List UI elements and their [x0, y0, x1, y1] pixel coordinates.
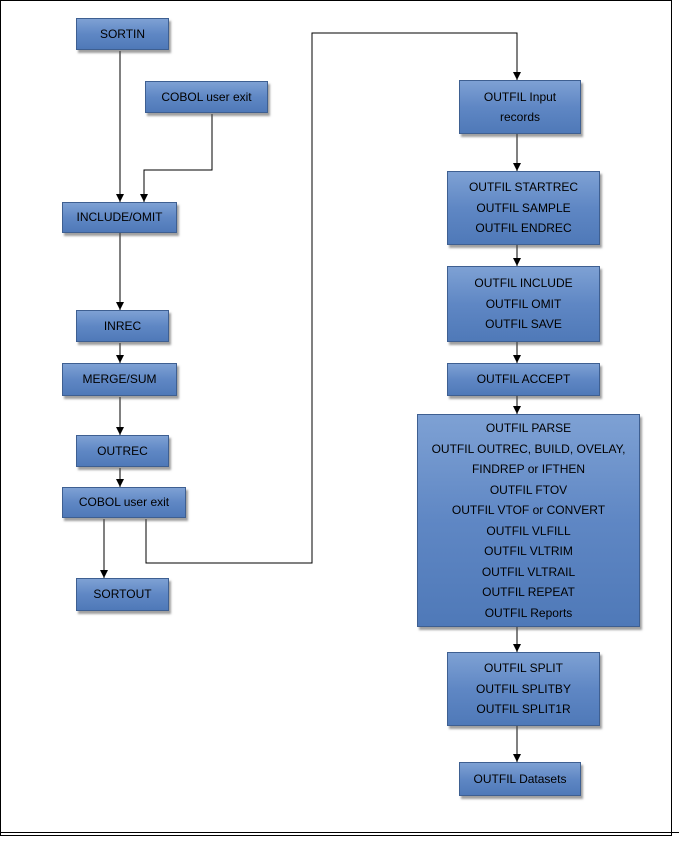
node-sortin: SORTIN [76, 18, 169, 50]
node-cobol-user-exit-1: COBOL user exit [145, 81, 268, 113]
edge-cobol-exit-to-outfil-input [145, 32, 521, 564]
node-outrec: OUTREC [76, 435, 169, 467]
edge-cobol-exit-to-include-omit [140, 114, 213, 202]
bottom-rule [0, 832, 679, 833]
node-merge-sum: MERGE/SUM [62, 363, 177, 396]
node-sortout: SORTOUT [76, 578, 169, 611]
node-include-omit: INCLUDE/OMIT [62, 202, 177, 233]
node-outfil-datasets: OUTFIL Datasets [459, 762, 581, 796]
node-cobol-user-exit-2: COBOL user exit [62, 487, 186, 518]
node-outfil-accept: OUTFIL ACCEPT [447, 363, 600, 396]
node-inrec: INREC [76, 310, 169, 342]
